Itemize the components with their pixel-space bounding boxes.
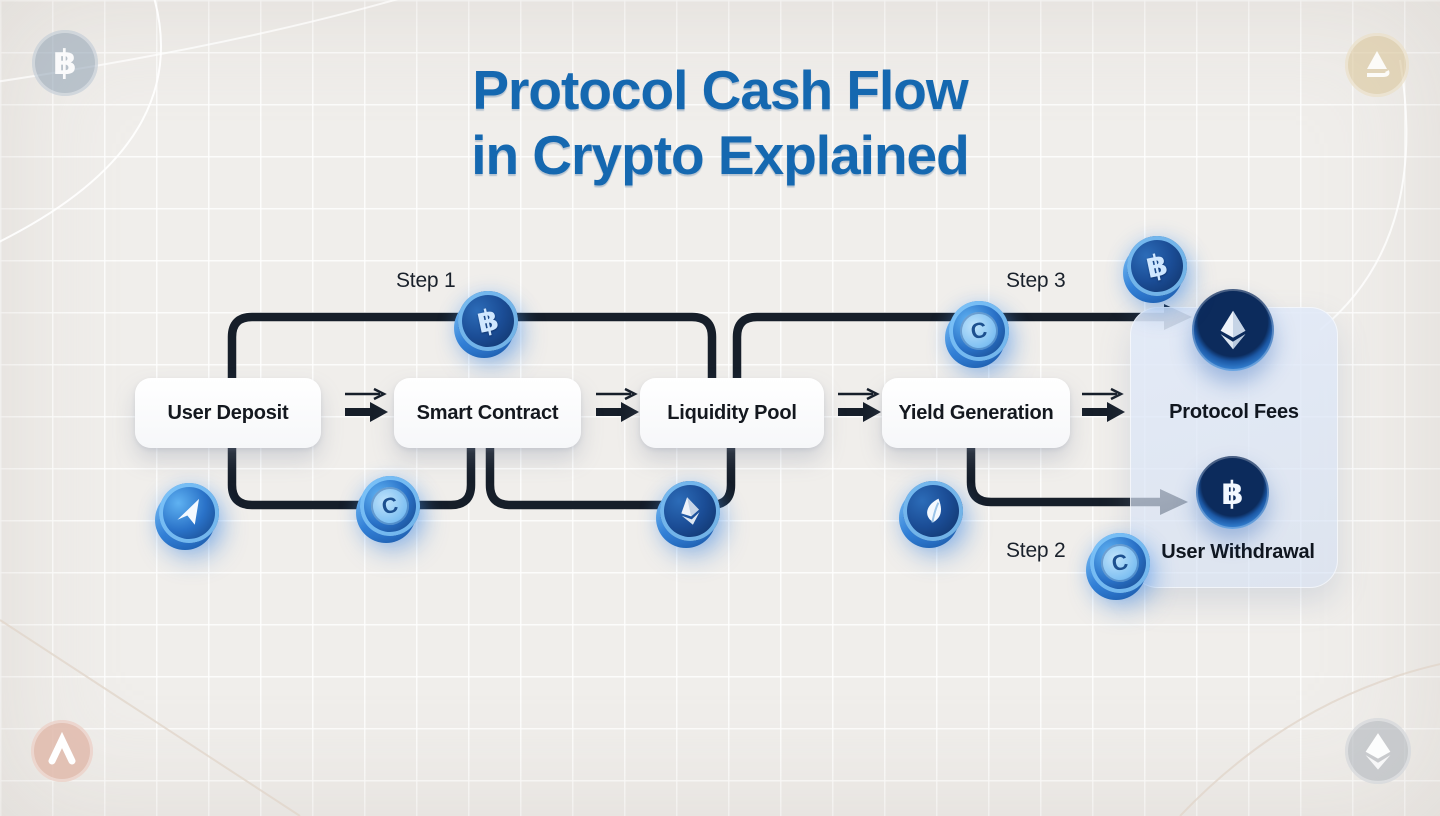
arrow-pair-1 xyxy=(345,387,388,422)
title-line-2: in Crypto Explained xyxy=(471,124,969,186)
page-title: Protocol Cash Flow in Crypto Explained xyxy=(0,58,1440,188)
step-2-label: Step 2 xyxy=(1006,539,1066,562)
bitcoin-coin-icon: ฿ xyxy=(1196,456,1269,529)
bitcoin-glyph: ฿ xyxy=(53,44,77,82)
c-glyph: C xyxy=(1097,540,1143,586)
ethereum-glyph xyxy=(1367,51,1390,77)
c-glyph: C xyxy=(956,308,1002,354)
bitcoin-badge-icon: ฿ xyxy=(32,30,98,96)
leaf-glyph xyxy=(927,498,942,523)
arrow-pair-3 xyxy=(838,387,881,422)
arrow-up-badge-icon xyxy=(31,720,93,782)
ethereum-glyph xyxy=(1220,310,1246,350)
node-label: Smart Contract xyxy=(416,401,559,424)
bitcoin-coin-icon: ฿ xyxy=(1121,230,1193,303)
user-withdrawal-label: User Withdrawal xyxy=(1161,541,1315,563)
step-1-label: Step 1 xyxy=(396,269,456,292)
arrow-pair-2 xyxy=(596,387,639,422)
protocol-fees-label: Protocol Fees xyxy=(1169,401,1299,423)
usd-c-coin-icon: C xyxy=(1084,527,1156,600)
bitcoin-glyph: ฿ xyxy=(1143,247,1171,285)
node-label: User Deposit xyxy=(167,401,289,424)
send-arrow-glyph xyxy=(177,498,200,525)
c-glyph: C xyxy=(367,483,413,529)
send-arrow-coin-icon xyxy=(153,477,225,550)
step-3-label: Step 3 xyxy=(1006,269,1066,292)
ethereum-coin-icon xyxy=(1192,289,1274,371)
bitcoin-coin-icon: ฿ xyxy=(452,285,524,358)
ethereum-glyph xyxy=(681,497,700,525)
node-user-deposit: User Deposit xyxy=(135,378,321,448)
node-label: Yield Generation xyxy=(898,401,1054,424)
ethereum-coin-icon xyxy=(654,475,726,548)
arrow-pair-4 xyxy=(1082,387,1125,422)
bitcoin-glyph: ฿ xyxy=(1221,474,1244,511)
ethereum-glyph xyxy=(1365,733,1391,770)
leaf-coin-icon xyxy=(897,475,969,548)
title-line-1: Protocol Cash Flow xyxy=(472,59,968,121)
node-smart-contract: Smart Contract xyxy=(394,378,581,448)
usd-c-coin-icon: C xyxy=(354,470,426,543)
usd-c-coin-icon: C xyxy=(943,295,1015,368)
ethereum-badge-icon xyxy=(1345,718,1411,784)
bitcoin-glyph: ฿ xyxy=(474,302,502,340)
ethereum-badge-icon xyxy=(1345,33,1409,97)
connector-deposit-to-contract xyxy=(227,448,476,510)
chevron-up-glyph xyxy=(48,731,76,765)
node-label: Liquidity Pool xyxy=(667,401,797,424)
node-liquidity-pool: Liquidity Pool xyxy=(640,378,824,448)
node-yield-generation: Yield Generation xyxy=(882,378,1070,448)
